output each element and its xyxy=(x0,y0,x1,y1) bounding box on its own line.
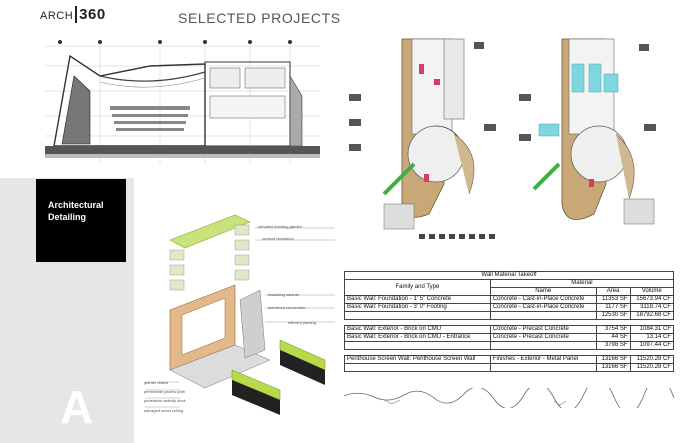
callout-8: pedestrian activity deck xyxy=(144,398,186,403)
table-row: Basic Wall: Exterior - Brick on CMU - En… xyxy=(344,333,675,342)
column-header-name: Name xyxy=(489,287,597,296)
page-title: SELECTED PROJECTS xyxy=(178,10,341,26)
table-row: Penthouse Screen Wall: Penthouse Screen … xyxy=(344,355,675,364)
callout-6: planter drains xyxy=(144,380,169,385)
callout-9: salvaged wood ceiling xyxy=(144,408,184,413)
group-header-material: Material xyxy=(489,279,675,288)
table-cell-name: Concrete - Cast-in-Place Concrete xyxy=(489,303,597,312)
table-cell-volume: 3118.74 CF xyxy=(629,303,675,312)
building-section-drawing xyxy=(40,36,325,171)
table-cell-family xyxy=(344,311,491,320)
section-label: Architectural Detailing xyxy=(48,200,104,222)
callout-2: vertical circulation xyxy=(262,236,294,241)
table-cell-name: Concrete - Precast Concrete xyxy=(489,325,597,334)
table-cell-area: 3754 SF xyxy=(595,325,631,334)
floor-plan-level-1 xyxy=(349,38,496,230)
wall-material-takeoff-table: Wall Material Takeoff Family and Type Ma… xyxy=(344,271,675,372)
table-cell-family xyxy=(344,341,491,350)
table-cell-name xyxy=(489,311,597,320)
table-cell-area: 12530 SF xyxy=(595,311,631,320)
table-cell-name: Concrete - Cast-in-Place Concrete xyxy=(489,295,597,304)
table-cell-family: Basic Wall: Foundation - 1' 5" Concrete xyxy=(344,295,491,304)
table-cell-volume: 15673.94 CF xyxy=(629,295,675,304)
table-cell-name xyxy=(489,341,597,350)
table-title: Wall Material Takeoff xyxy=(344,271,674,280)
brand-mark: 360 xyxy=(75,6,106,23)
floor-plans-drawing xyxy=(344,34,674,244)
table-cell-volume: 1097.44 CF xyxy=(629,341,675,350)
table-cell-area: 11353 SF xyxy=(595,295,631,304)
site-profile-sketch xyxy=(344,388,674,408)
table-cell-volume: 18792.68 CF xyxy=(629,311,675,320)
callout-7: permeable pavers path xyxy=(144,389,185,394)
table-cell-area: 44 SF xyxy=(595,333,631,342)
column-header-volume: Volume xyxy=(629,287,675,296)
table-cell-volume: 13.14 CF xyxy=(629,333,675,342)
section-letter: A xyxy=(60,381,94,433)
table-cell-family: Penthouse Screen Wall: Penthouse Screen … xyxy=(344,355,491,364)
table-cell-name: Concrete - Precast Concrete xyxy=(489,333,597,342)
table-cell-volume: 1084.31 CF xyxy=(629,325,675,334)
table-cell-area: 13166 SF xyxy=(595,363,631,372)
table-cell-family xyxy=(344,363,491,372)
table-cell-family: Basic Wall: Exterior - Brick on CMU - En… xyxy=(344,333,491,342)
axonometric-detail-drawing xyxy=(140,210,340,435)
callout-4: storefront connection xyxy=(268,305,306,310)
table-cell-volume: 11520.28 CF xyxy=(629,363,675,372)
table-cell-name: Finishes - Exterior - Metal Panel xyxy=(489,355,597,364)
table-cell-volume: 11520.28 CF xyxy=(629,355,675,364)
callout-1: elevated learning garden xyxy=(258,224,303,229)
callout-3: insulating cabinet xyxy=(268,292,299,297)
table-cell-area: 3798 SF xyxy=(595,341,631,350)
table-cell-area: 1177 SF xyxy=(595,303,631,312)
floor-plan-level-2 xyxy=(519,38,656,225)
callout-5: efficient parking xyxy=(288,320,316,325)
table-cell-name xyxy=(489,363,597,372)
table-cell-area: 13166 SF xyxy=(595,355,631,364)
column-header-area: Area xyxy=(595,287,631,296)
section-label-box: Architectural Detailing xyxy=(36,179,126,262)
table-cell-family: Basic Wall: Exterior - Brick on CMU xyxy=(344,325,491,334)
table-cell-family: Basic Wall: Foundation - 3' 0" Footing xyxy=(344,303,491,312)
brand-prefix: ARCH xyxy=(40,10,74,22)
column-header-family: Family and Type xyxy=(344,279,491,296)
